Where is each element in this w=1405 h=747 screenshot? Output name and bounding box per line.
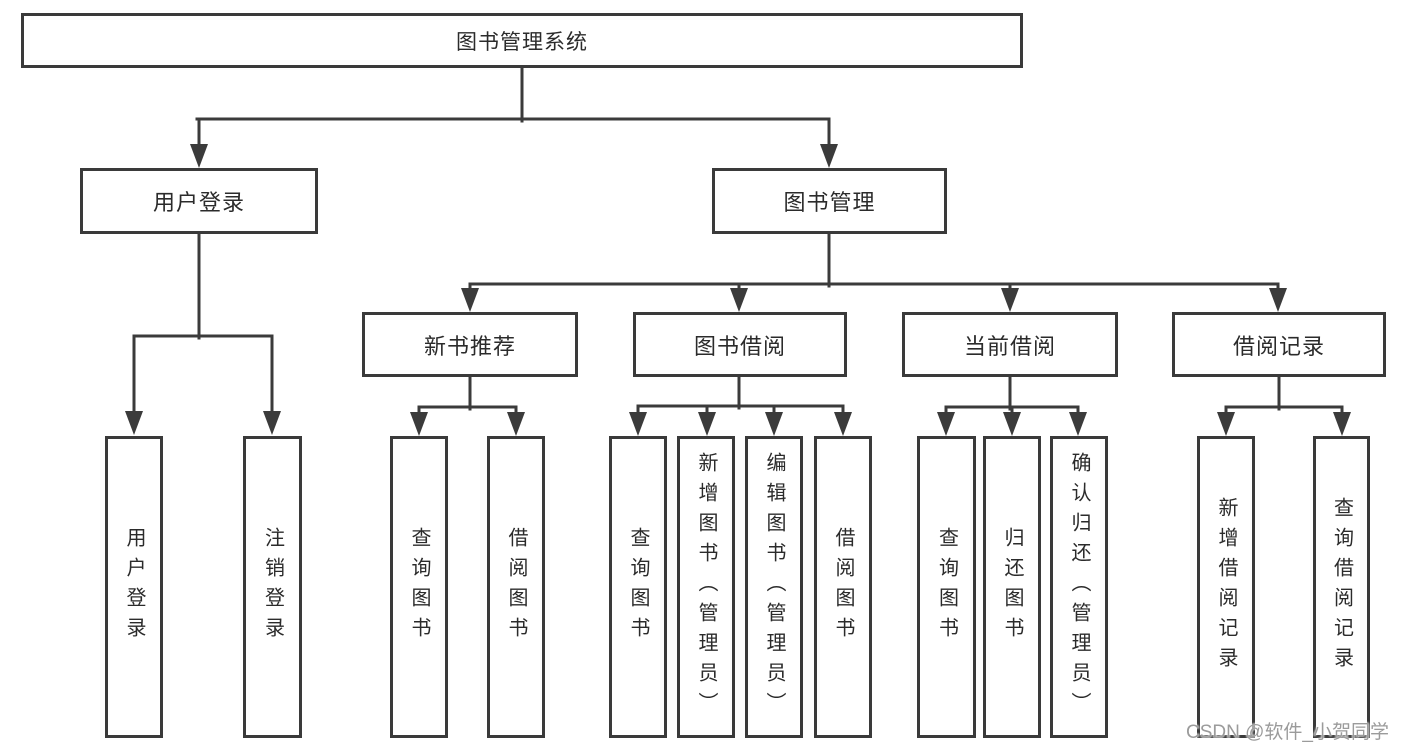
- leaf-logout: 注销登录: [243, 436, 302, 738]
- leaf-query-books-1: 查询图书: [390, 436, 448, 738]
- node-label: 用户登录: [152, 190, 245, 215]
- csdn-watermark: CSDN @软件_小贺同学: [1186, 722, 1389, 743]
- leaf-borrow-books-1: 借阅图书: [487, 436, 545, 738]
- leaf-add-borrow-record: 新增借阅记录: [1197, 436, 1255, 738]
- node-label: 确认归还（管理员）: [1068, 452, 1090, 722]
- node-label: 编辑图书（管理员）: [763, 452, 785, 722]
- arrowhead-icons: [125, 144, 1351, 436]
- node-label: 查询图书: [935, 527, 958, 647]
- node-new-book-recommend: 新书推荐: [362, 312, 578, 377]
- node-label: 当前借阅: [963, 333, 1056, 359]
- node-label: 新书推荐: [423, 333, 516, 359]
- node-label: 注销登录: [261, 527, 284, 647]
- node-label: 借阅记录: [1232, 333, 1325, 359]
- node-label: 借阅图书: [832, 527, 854, 647]
- leaf-add-book-admin: 新增图书（管理员）: [677, 436, 735, 738]
- node-label: 新增借阅记录: [1215, 497, 1237, 677]
- node-label: 图书借阅: [693, 333, 786, 359]
- node-label: 借阅图书: [505, 527, 527, 647]
- node-label: 查询图书: [408, 527, 430, 647]
- leaf-edit-book-admin: 编辑图书（管理员）: [745, 436, 803, 738]
- node-current-borrowing: 当前借阅: [902, 312, 1118, 377]
- node-label: 图书管理: [783, 190, 876, 215]
- node-book-borrowing: 图书借阅: [633, 312, 847, 377]
- node-book-management: 图书管理: [712, 168, 947, 234]
- node-label: 查询借阅记录: [1330, 497, 1353, 677]
- node-label: 图书管理系统: [456, 30, 588, 54]
- leaf-query-books-3: 查询图书: [917, 436, 976, 738]
- node-borrow-records: 借阅记录: [1172, 312, 1386, 377]
- node-label: 查询图书: [627, 527, 649, 647]
- leaf-user-login: 用户登录: [105, 436, 163, 738]
- node-label: 新增图书（管理员）: [695, 452, 717, 722]
- leaf-confirm-return-admin: 确认归还（管理员）: [1050, 436, 1108, 738]
- leaf-return-book: 归还图书: [983, 436, 1041, 738]
- node-label: 用户登录: [123, 527, 145, 647]
- node-label: 归还图书: [1001, 527, 1023, 647]
- leaf-query-books-2: 查询图书: [609, 436, 667, 738]
- leaf-borrow-books-2: 借阅图书: [814, 436, 872, 738]
- leaf-query-borrow-record: 查询借阅记录: [1313, 436, 1370, 738]
- node-system-root: 图书管理系统: [21, 13, 1023, 68]
- node-user-login-branch: 用户登录: [80, 168, 318, 234]
